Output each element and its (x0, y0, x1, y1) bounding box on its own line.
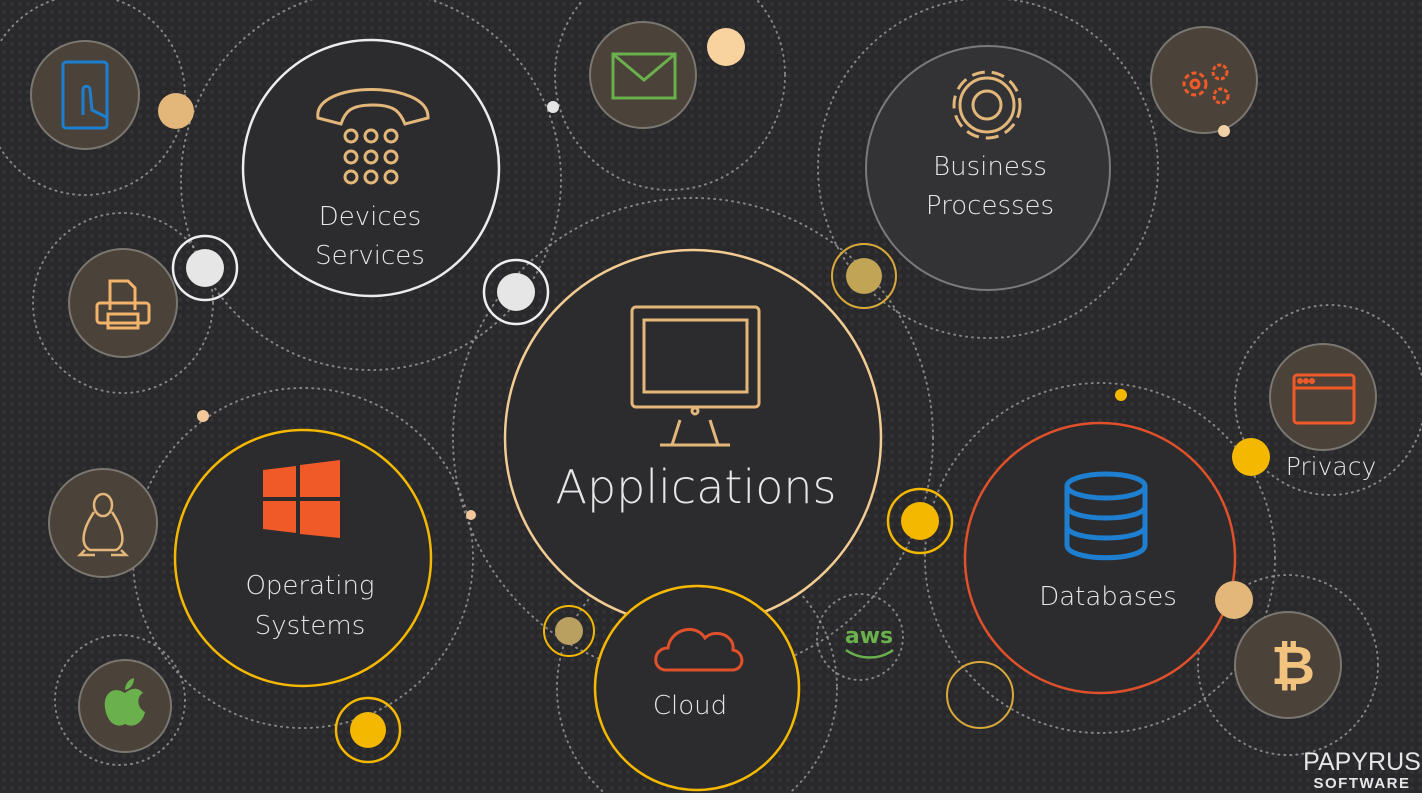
printer-icon (95, 279, 151, 330)
systems-label: Systems (255, 611, 366, 641)
privacy-label: Privacy (1286, 452, 1377, 481)
hub-business-processes[interactable]: Business Processes (865, 45, 1111, 291)
services-label: Services (315, 241, 425, 271)
email-icon (611, 52, 677, 100)
bitcoin-icon: ₿ (1271, 634, 1315, 697)
cloud-label: Cloud (653, 691, 727, 721)
applications-label: Applications (556, 460, 837, 514)
connector-dots (158, 28, 1270, 764)
monitor-icon (630, 305, 761, 447)
gear-icon (952, 70, 1022, 140)
svg-text:SOFTWARE: SOFTWARE (1314, 775, 1411, 792)
svg-text:PAPYRUS: PAPYRUS (1303, 748, 1421, 776)
tablet-touch-icon (61, 60, 109, 130)
satellite-privacy[interactable] (1269, 343, 1377, 451)
hub-operating-systems[interactable]: Operating Systems (173, 428, 433, 688)
browser-window-icon (1292, 373, 1356, 425)
satellite-bitcoin[interactable]: ₿ (1234, 611, 1342, 719)
business-label: Business (933, 152, 1047, 182)
satellite-gears[interactable] (1150, 26, 1258, 134)
gears-icon (1182, 63, 1230, 105)
linux-penguin-icon (76, 492, 130, 557)
hub-databases[interactable]: Databases (963, 421, 1237, 695)
apple-icon (104, 678, 145, 726)
hub-cloud[interactable]: Cloud (593, 584, 801, 792)
aws-icon: aws (845, 624, 893, 649)
cloud-icon (654, 627, 744, 672)
telephone-icon (316, 88, 430, 185)
windows-icon (263, 460, 340, 538)
satellite-email[interactable] (589, 21, 697, 129)
satellite-printer[interactable] (68, 248, 178, 358)
hub-devices-services[interactable]: Devices Services (241, 38, 501, 298)
database-icon (1064, 471, 1148, 561)
hub-applications[interactable]: Applications (503, 248, 883, 628)
papyrus-software-logo: PAPYRUS SOFTWARE (1303, 748, 1421, 792)
satellite-apple[interactable] (78, 659, 172, 753)
satellite-linux[interactable] (48, 468, 158, 578)
satellite-aws[interactable]: aws (845, 624, 894, 659)
operating-label: Operating (245, 571, 374, 601)
satellite-tablet[interactable] (30, 40, 140, 150)
databases-label: Databases (1039, 582, 1177, 612)
processes-label: Processes (926, 191, 1054, 221)
devices-label: Devices (319, 202, 421, 232)
